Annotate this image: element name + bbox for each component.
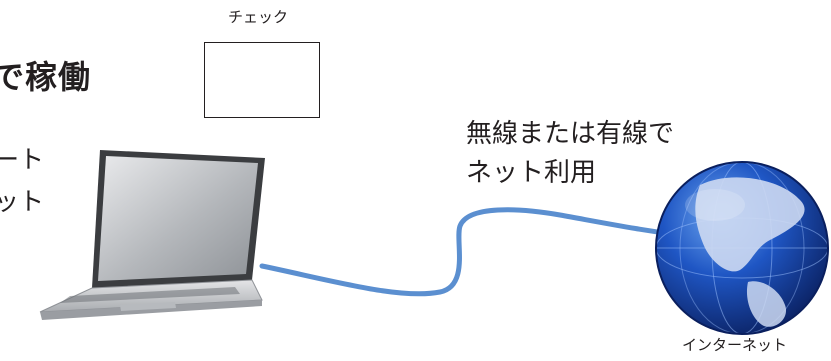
internet-label: インターネット [682,336,788,354]
check-box [204,42,320,118]
connection-text-line-1: 無線または有線で [466,119,675,149]
side-text-line-1: ート [0,145,45,174]
network-cable [259,207,693,297]
laptop-icon [39,150,265,320]
globe-icon [655,161,829,335]
connection-text-line-2: ネット利用 [466,158,597,188]
page-title: で稼働 [0,58,92,96]
check-label: チェック [228,8,289,26]
side-text-line-2: ット [0,187,45,216]
